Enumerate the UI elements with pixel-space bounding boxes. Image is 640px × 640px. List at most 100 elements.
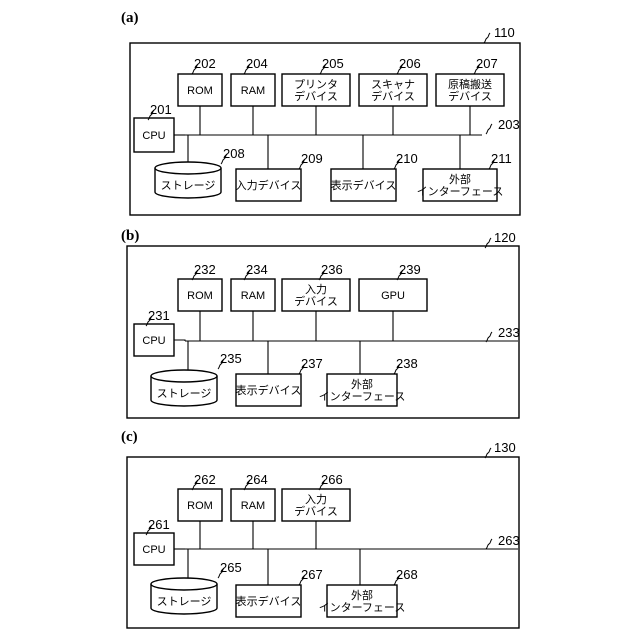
storage-cylinder-top bbox=[151, 370, 217, 382]
block-ref-number: 208 bbox=[223, 146, 245, 161]
block-label: デバイス bbox=[294, 89, 338, 103]
block-ref-number: 237 bbox=[301, 356, 323, 371]
block-ref-number: 266 bbox=[321, 472, 343, 487]
panel-tag: (c) bbox=[121, 429, 138, 445]
block-label: デバイス bbox=[448, 89, 492, 103]
device-ref-number: 130 bbox=[494, 440, 516, 455]
block-input: 入力デバイス 209 bbox=[236, 135, 323, 201]
block-scanner: スキャナデバイス 206 bbox=[359, 56, 427, 135]
block-label: ROM bbox=[187, 85, 213, 97]
block-ext-if: 外部インターフェース 238 bbox=[319, 341, 418, 406]
block-printer: プリンタデバイス 205 bbox=[282, 56, 350, 135]
storage-cylinder-top bbox=[151, 578, 217, 590]
block-label: 入力 bbox=[305, 283, 327, 296]
block-label: デバイス bbox=[371, 89, 415, 103]
block-ref-number: 205 bbox=[322, 56, 344, 71]
block-label: ストレージ bbox=[161, 180, 216, 192]
block-label: 表示デバイス bbox=[331, 178, 397, 192]
block-label: 入力デバイス bbox=[236, 178, 302, 192]
block-gpu: GPU 239 bbox=[359, 262, 427, 341]
frame-leader bbox=[484, 33, 490, 43]
device-ref-number: 110 bbox=[494, 25, 515, 40]
block-rom: ROM 202 bbox=[178, 56, 222, 135]
block-label: RAM bbox=[241, 290, 265, 302]
block-label: RAM bbox=[241, 85, 265, 97]
block-label: 表示デバイス bbox=[236, 383, 302, 397]
block-ref-number: 235 bbox=[220, 351, 242, 366]
block-label: 外部 bbox=[449, 172, 471, 186]
block-label: CPU bbox=[142, 130, 165, 142]
block-label: 原稿搬送 bbox=[448, 77, 492, 91]
block-ref-number: 238 bbox=[396, 356, 418, 371]
panel-b: (b) 120 233CPU 231 ROM 232RAM 234 入力デバイス 236GPU 2… bbox=[121, 228, 520, 418]
block-label: デバイス bbox=[294, 504, 338, 518]
block-cpu: CPU 261 bbox=[134, 517, 185, 565]
block-label: インターフェース bbox=[319, 601, 406, 614]
block-label: GPU bbox=[381, 290, 405, 302]
block-label: プリンタ bbox=[294, 78, 338, 91]
block-ref-number: 204 bbox=[246, 56, 268, 71]
block-ref-number: 262 bbox=[194, 472, 216, 487]
block-doc-feeder: 原稿搬送デバイス 207 bbox=[436, 56, 504, 135]
block-display: 表示デバイス 237 bbox=[236, 341, 323, 406]
block-label: インターフェース bbox=[319, 390, 406, 403]
block-rom: ROM 262 bbox=[178, 472, 222, 549]
block-label: ストレージ bbox=[157, 388, 212, 400]
block-label: ROM bbox=[187, 290, 213, 302]
bus-leader bbox=[486, 539, 492, 549]
block-ref-number: 232 bbox=[194, 262, 216, 277]
block-label: RAM bbox=[241, 500, 265, 512]
block-ref-number: 210 bbox=[396, 151, 418, 166]
block-ref-number: 206 bbox=[399, 56, 421, 71]
block-label: ストレージ bbox=[157, 596, 212, 608]
block-input: 入力デバイス 236 bbox=[282, 262, 350, 341]
panel-a: (a)110203CPU201ROM202RAM204プリンタデバイス205スキ… bbox=[121, 10, 520, 215]
device-ref-number: 120 bbox=[494, 230, 516, 245]
panel-c: (c) 130 263CPU 261 ROM 262RAM 264 入力デバイス 266 ストレー… bbox=[121, 429, 520, 628]
block-ram: RAM 204 bbox=[231, 56, 275, 135]
block-label: ROM bbox=[187, 500, 213, 512]
block-label: 入力 bbox=[305, 493, 327, 506]
block-label: スキャナ bbox=[371, 78, 415, 91]
block-label: 外部 bbox=[351, 588, 373, 602]
block-ref-number: 236 bbox=[321, 262, 343, 277]
block-display: 表示デバイス 267 bbox=[236, 549, 323, 617]
block-ext-if: 外部インターフェース 268 bbox=[319, 549, 418, 617]
block-input: 入力デバイス 266 bbox=[282, 472, 350, 549]
block-label: CPU bbox=[142, 335, 165, 347]
block-cpu: CPU 201 bbox=[134, 102, 185, 152]
block-ref-number: 265 bbox=[220, 560, 242, 575]
block-label: CPU bbox=[142, 544, 165, 556]
block-ref-number: 261 bbox=[148, 517, 170, 532]
block-ref-number: 207 bbox=[476, 56, 498, 71]
block-ref-number: 201 bbox=[150, 102, 172, 117]
block-ref-number: 268 bbox=[396, 567, 418, 582]
block-ref-number: 231 bbox=[148, 308, 170, 323]
block-ref-number: 267 bbox=[301, 567, 323, 582]
block-ref-number: 234 bbox=[246, 262, 268, 277]
block-display: 表示デバイス 210 bbox=[331, 135, 418, 201]
block-label: インターフェース bbox=[417, 185, 504, 198]
block-ref-number: 239 bbox=[399, 262, 421, 277]
block-label: 表示デバイス bbox=[236, 594, 302, 608]
bus-ref-number: 233 bbox=[498, 325, 520, 340]
bus-connector bbox=[174, 340, 185, 341]
block-ref-number: 264 bbox=[246, 472, 268, 487]
block-ref-number: 211 bbox=[491, 151, 512, 166]
block-cpu: CPU 231 bbox=[134, 308, 185, 356]
bus-ref-number: 263 bbox=[498, 533, 520, 548]
block-label: デバイス bbox=[294, 294, 338, 308]
block-label: 外部 bbox=[351, 377, 373, 391]
bus-leader bbox=[486, 124, 492, 134]
block-ref-number: 209 bbox=[301, 151, 323, 166]
bus-ref-number: 203 bbox=[498, 117, 520, 132]
storage-cylinder-top bbox=[155, 162, 221, 174]
block-rom: ROM 232 bbox=[178, 262, 222, 341]
block-ram: RAM 264 bbox=[231, 472, 275, 549]
panel-tag: (a) bbox=[121, 10, 139, 26]
panel-tag: (b) bbox=[121, 228, 139, 244]
block-ext-if: 外部インターフェース 211 bbox=[417, 135, 512, 201]
block-ram: RAM 234 bbox=[231, 262, 275, 341]
block-ref-number: 202 bbox=[194, 56, 216, 71]
